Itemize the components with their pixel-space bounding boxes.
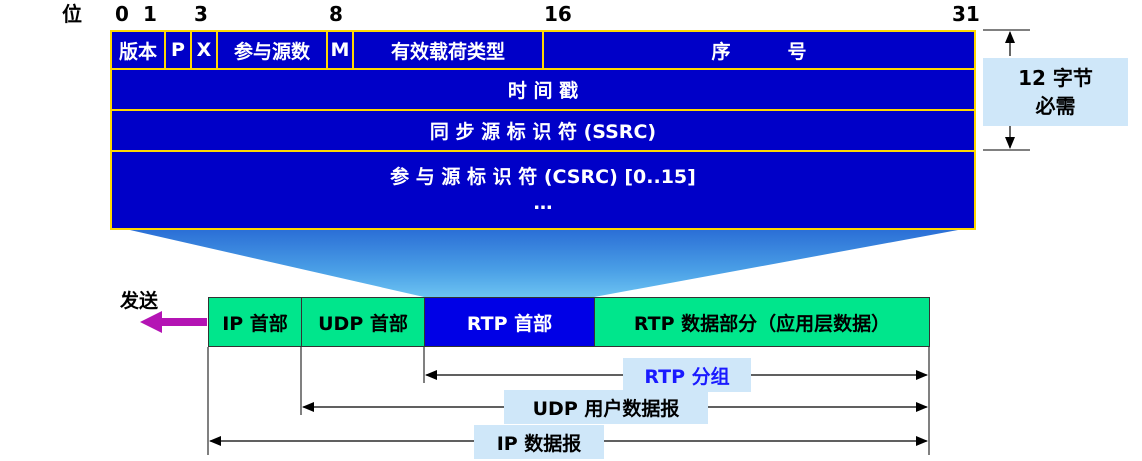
field-csrc-more: … xyxy=(533,192,553,214)
field-version: 版本 xyxy=(110,30,166,70)
field-extension: X xyxy=(190,30,218,70)
packet-rtp-header: RTP 首部 xyxy=(424,297,595,347)
span-label-udp-datagram: UDP 用户数据报 xyxy=(504,390,708,424)
bit-mark-3: 3 xyxy=(194,2,208,26)
required-bytes-note: 12 字节 必需 xyxy=(983,58,1128,126)
funnel-shape xyxy=(130,230,958,297)
packet-udp-header: UDP 首部 xyxy=(301,297,425,347)
field-csrc-label: 参 与 源 标 识 符 (CSRC) [0..15] xyxy=(390,166,696,188)
send-label: 发送 xyxy=(120,290,159,312)
bit-mark-16: 16 xyxy=(544,2,572,26)
field-marker: M xyxy=(326,30,354,70)
packet-ip-header: IP 首部 xyxy=(208,297,302,347)
field-csrc-count: 参与源数 xyxy=(216,30,328,70)
bit-mark-31: 31 xyxy=(952,2,980,26)
bit-mark-8: 8 xyxy=(329,2,343,26)
required-bytes-line1: 12 字节 xyxy=(1018,66,1093,90)
field-sequence-number: 序 号 xyxy=(542,30,976,70)
packet-rtp-payload: RTP 数据部分（应用层数据） xyxy=(594,297,930,347)
bit-mark-1: 1 xyxy=(143,2,157,26)
span-label-rtp-packet: RTP 分组 xyxy=(623,358,751,392)
field-payload-type: 有效载荷类型 xyxy=(352,30,544,70)
field-ssrc: 同 步 源 标 识 符 (SSRC) xyxy=(110,109,976,152)
send-arrow-head xyxy=(140,311,162,333)
field-padding: P xyxy=(164,30,192,70)
bit-mark-0: 0 xyxy=(115,2,129,26)
field-csrc: 参 与 源 标 识 符 (CSRC) [0..15] … xyxy=(110,150,976,230)
required-bytes-line2: 必需 xyxy=(1035,94,1076,118)
span-label-ip-datagram: IP 数据报 xyxy=(474,425,604,459)
field-timestamp: 时 间 戳 xyxy=(110,68,976,111)
bit-axis-label: 位 xyxy=(62,2,82,26)
